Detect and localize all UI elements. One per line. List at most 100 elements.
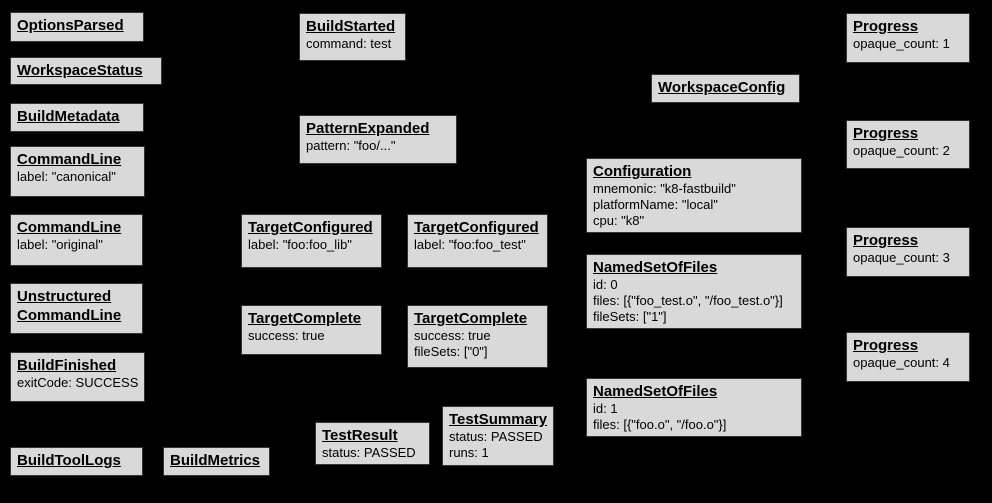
event-box-title: Progress xyxy=(853,17,963,36)
event-box-field: opaque_count: 1 xyxy=(853,36,950,51)
event-box-field: mnemonic: "k8-fastbuild" xyxy=(593,181,736,196)
event-box-field: opaque_count: 2 xyxy=(853,143,950,158)
event-box-title: TargetConfigured xyxy=(248,218,375,237)
event-box-title: TargetComplete xyxy=(248,309,375,328)
event-box-field: id: 0 xyxy=(593,277,618,292)
event-box-field: label: "foo:foo_lib" xyxy=(248,237,352,252)
event-box-title-line: TargetConfigured xyxy=(248,219,373,236)
event-box-title: TargetConfigured xyxy=(414,218,541,237)
event-box-title: NamedSetOfFiles xyxy=(593,382,795,401)
event-box-title-line: TestSummary xyxy=(449,411,548,428)
event-box-title-line: BuildStarted xyxy=(306,18,396,35)
event-box-build-metrics: BuildMetrics xyxy=(163,447,270,476)
event-box-title: BuildMetadata xyxy=(17,107,137,126)
event-box-title: TestResult xyxy=(322,426,423,445)
event-box-title-line: TargetConfigured xyxy=(414,219,539,236)
event-box-title: WorkspaceConfig xyxy=(658,78,793,97)
event-box-title: TargetComplete xyxy=(414,309,541,328)
event-box-title: BuildFinished xyxy=(17,356,138,375)
event-box-field: exitCode: SUCCESS xyxy=(17,375,139,390)
event-box-title-line: Progress xyxy=(853,18,919,35)
event-box-field: id: 1 xyxy=(593,401,618,416)
event-box-title: OptionsParsed xyxy=(17,16,137,35)
event-box-field: opaque_count: 4 xyxy=(853,355,950,370)
event-box-title: Progress xyxy=(853,124,963,143)
event-box-field: label: "original" xyxy=(17,237,103,252)
event-box-title-line: BuildFinished xyxy=(17,357,117,374)
event-box-build-tool-logs: BuildToolLogs xyxy=(10,447,143,476)
event-box-field: label: "canonical" xyxy=(17,169,116,184)
event-box-title: CommandLine xyxy=(17,150,138,169)
event-box-build-metadata: BuildMetadata xyxy=(10,103,144,132)
event-box-title-line: OptionsParsed xyxy=(17,17,124,34)
event-box-title-line: Progress xyxy=(853,232,919,249)
event-box-title: BuildToolLogs xyxy=(17,451,136,470)
event-box-title-line: Unstructured xyxy=(17,288,112,305)
event-box-title: Progress xyxy=(853,336,963,355)
event-box-field: platformName: "local" xyxy=(593,197,718,212)
event-box-title: TestSummary xyxy=(449,410,547,429)
event-box-title: CommandLine xyxy=(17,218,136,237)
event-box-field: command: test xyxy=(306,36,392,51)
event-box-title-line: BuildMetrics xyxy=(170,452,261,469)
event-box-field: success: true xyxy=(414,328,491,343)
event-box-field: runs: 1 xyxy=(449,445,489,460)
event-box-title-line: CommandLine xyxy=(17,219,122,236)
event-box-title-line: TestResult xyxy=(322,427,398,444)
event-box-title-line: Configuration xyxy=(593,163,692,180)
event-box-title: PatternExpanded xyxy=(306,119,450,138)
event-box-field: opaque_count: 3 xyxy=(853,250,950,265)
event-box-title-line: NamedSetOfFiles xyxy=(593,259,718,276)
event-box-title-line: Progress xyxy=(853,125,919,142)
event-box-title-line: BuildToolLogs xyxy=(17,452,121,469)
event-box-field: files: [{"foo_test.o", "/foo_test.o"}] xyxy=(593,293,783,308)
event-box-title-line: CommandLine xyxy=(17,151,122,168)
event-box-field: cpu: "k8" xyxy=(593,213,645,228)
event-box-field: status: PASSED xyxy=(449,429,543,444)
event-box-title-line: TargetComplete xyxy=(248,310,362,327)
event-box-title-line: CommandLine xyxy=(17,307,122,324)
event-box-title: NamedSetOfFiles xyxy=(593,258,795,277)
event-box-title-line: WorkspaceConfig xyxy=(658,79,786,96)
event-box-field: success: true xyxy=(248,328,325,343)
event-box-field: files: [{"foo.o", "/foo.o"}] xyxy=(593,417,727,432)
event-box-title-line: WorkspaceStatus xyxy=(17,62,143,79)
event-box-title: Progress xyxy=(853,231,963,250)
event-box-title-line: NamedSetOfFiles xyxy=(593,383,718,400)
event-box-title: Configuration xyxy=(593,162,795,181)
event-box-title-line: TargetComplete xyxy=(414,310,528,327)
event-box-title-line: BuildMetadata xyxy=(17,108,120,125)
event-box-field: pattern: "foo/..." xyxy=(306,138,396,153)
event-box-options-parsed: OptionsParsed xyxy=(10,12,144,42)
event-box-title-line: PatternExpanded xyxy=(306,120,430,137)
event-box-field: fileSets: ["0"] xyxy=(414,344,488,359)
event-box-title: WorkspaceStatus xyxy=(17,61,155,80)
event-box-title-line: Progress xyxy=(853,337,919,354)
event-box-field: status: PASSED xyxy=(322,445,416,460)
event-box-field: fileSets: ["1"] xyxy=(593,309,667,324)
event-box-workspace-config: WorkspaceConfig xyxy=(651,74,800,103)
event-box-title: BuildMetrics xyxy=(170,451,263,470)
event-box-field: label: "foo:foo_test" xyxy=(414,237,526,252)
event-box-title: BuildStarted xyxy=(306,17,399,36)
